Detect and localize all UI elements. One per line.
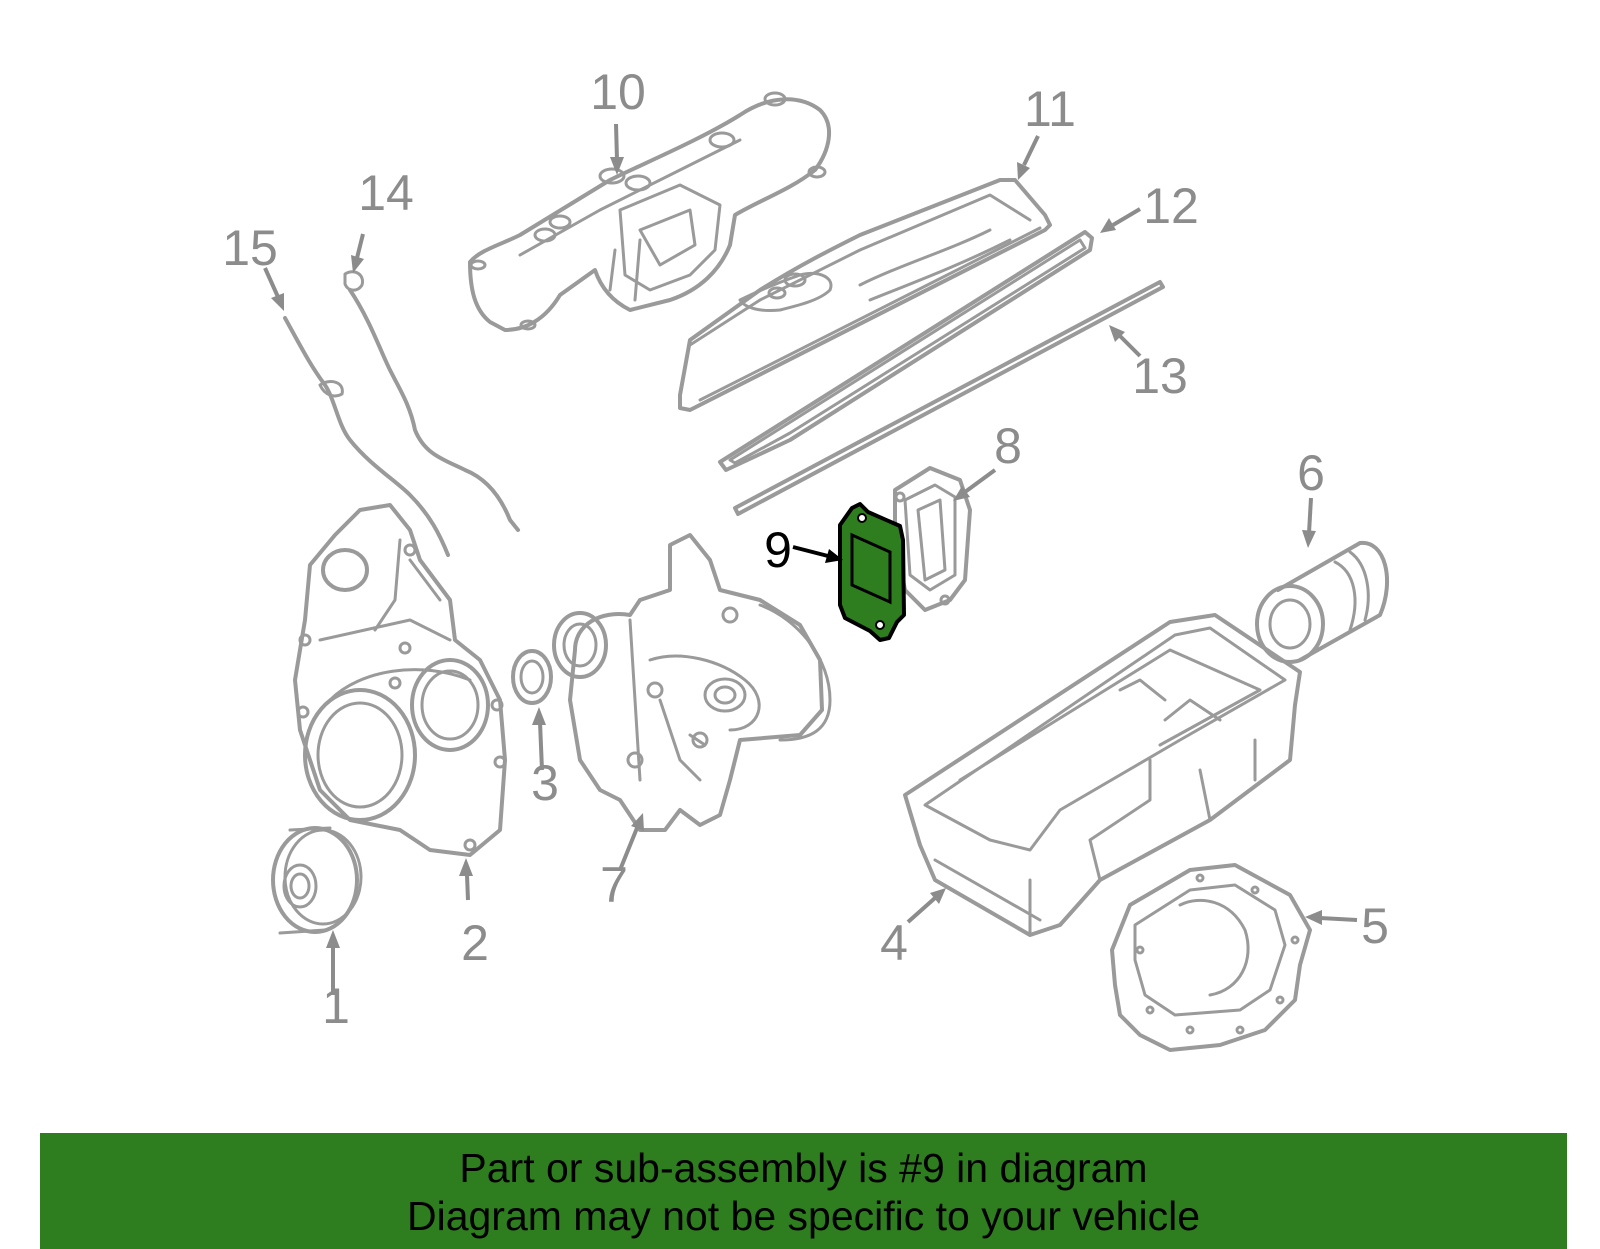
callout-7: 7 <box>600 857 628 913</box>
callout-13: 13 <box>1132 348 1188 404</box>
banner-line-disclaimer: Diagram may not be specific to your vehi… <box>406 1193 1200 1239</box>
part-lower-oil-pan <box>1110 863 1312 1052</box>
part-upper-oil-pan <box>903 613 1302 937</box>
callout-9: 9 <box>764 522 792 578</box>
callout-11: 11 <box>1024 81 1076 137</box>
part-exhaust-manifold <box>468 91 832 332</box>
callout-10: 10 <box>590 64 646 120</box>
callout-3: 3 <box>531 755 559 811</box>
part-crank-pulley <box>271 826 363 935</box>
part-dipstick <box>343 270 520 532</box>
part-dipstick-tube <box>283 316 450 557</box>
callout-15: 15 <box>222 220 278 276</box>
callout-4: 4 <box>880 915 908 971</box>
callout-2: 2 <box>461 915 489 971</box>
part-cover-plate <box>893 466 972 612</box>
callout-numbers: 1 2 3 4 5 6 7 8 9 10 11 12 13 14 15 <box>222 64 1389 1034</box>
callout-5: 5 <box>1361 898 1389 954</box>
info-banner: Part or sub-assembly is #9 in diagram Di… <box>40 1133 1567 1249</box>
part-valve-cover-gasket <box>718 230 1094 472</box>
leader-lines <box>263 123 1358 995</box>
part-timing-cover <box>293 503 507 857</box>
part-valve-cover <box>678 178 1052 412</box>
callout-14: 14 <box>358 165 414 221</box>
callout-6: 6 <box>1297 445 1325 501</box>
part-oil-pump-housing <box>552 533 832 832</box>
part-seal-strip <box>733 280 1165 516</box>
part-oil-filter <box>1255 540 1389 664</box>
callout-12: 12 <box>1143 178 1199 234</box>
part-gasket-highlighted <box>838 502 906 642</box>
part-front-seal <box>511 649 553 705</box>
callout-8: 8 <box>994 418 1022 474</box>
callout-1: 1 <box>322 978 350 1034</box>
banner-line-part: Part or sub-assembly is #9 in diagram <box>459 1145 1148 1191</box>
